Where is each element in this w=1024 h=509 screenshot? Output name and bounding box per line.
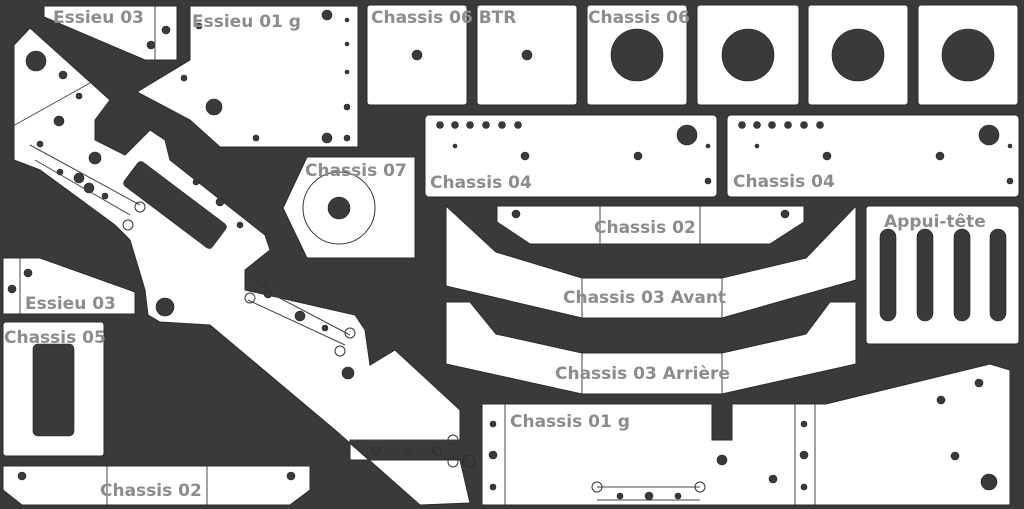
label-chassis-01-g: Chassis 01 g <box>510 412 630 432</box>
label-chassis-02-bottom: Chassis 02 <box>100 481 202 501</box>
label-chassis-03-arriere: Chassis 03 Arrière <box>555 364 730 384</box>
essieu-01-g-piece <box>135 5 359 148</box>
chassis-03-avant-piece <box>445 204 857 319</box>
chassis-06-btr-pieces <box>366 4 578 106</box>
label-chassis-04-right: Chassis 04 <box>733 172 835 192</box>
chassis-02-bottom-piece <box>2 465 311 506</box>
label-essieu-01-g: Essieu 01 g <box>192 12 301 32</box>
label-chassis-07: Chassis 07 <box>305 161 407 181</box>
label-chassis-04-left: Chassis 04 <box>430 173 532 193</box>
chassis-01-g-piece <box>481 363 1011 506</box>
chassis-06-pieces <box>586 4 1019 106</box>
appui-tete-piece <box>865 205 1020 345</box>
label-chassis-06-btr: Chassis 06 BTR <box>371 8 516 28</box>
label-appui-tete: Appui-tête <box>884 212 986 232</box>
chassis-02-mid-piece <box>496 205 805 245</box>
label-chassis-05: Chassis 05 <box>4 328 106 348</box>
label-essieu-03-top: Essieu 03 <box>53 8 144 28</box>
chassis-03-arriere-piece <box>445 301 857 395</box>
label-chassis-06: Chassis 06 <box>588 8 690 28</box>
label-essieu-03-left: Essieu 03 <box>25 294 116 314</box>
chassis-05-piece <box>2 321 105 457</box>
essieu-03-top-piece <box>43 5 178 61</box>
diagonal-arm-piece <box>12 27 476 506</box>
label-chassis-02-mid: Chassis 02 <box>594 218 696 238</box>
label-chassis-03-avant: Chassis 03 Avant <box>563 288 726 308</box>
essieu-03-left-piece <box>2 257 136 315</box>
chassis-04-pieces <box>424 114 1020 198</box>
chassis-07-piece <box>282 156 416 259</box>
